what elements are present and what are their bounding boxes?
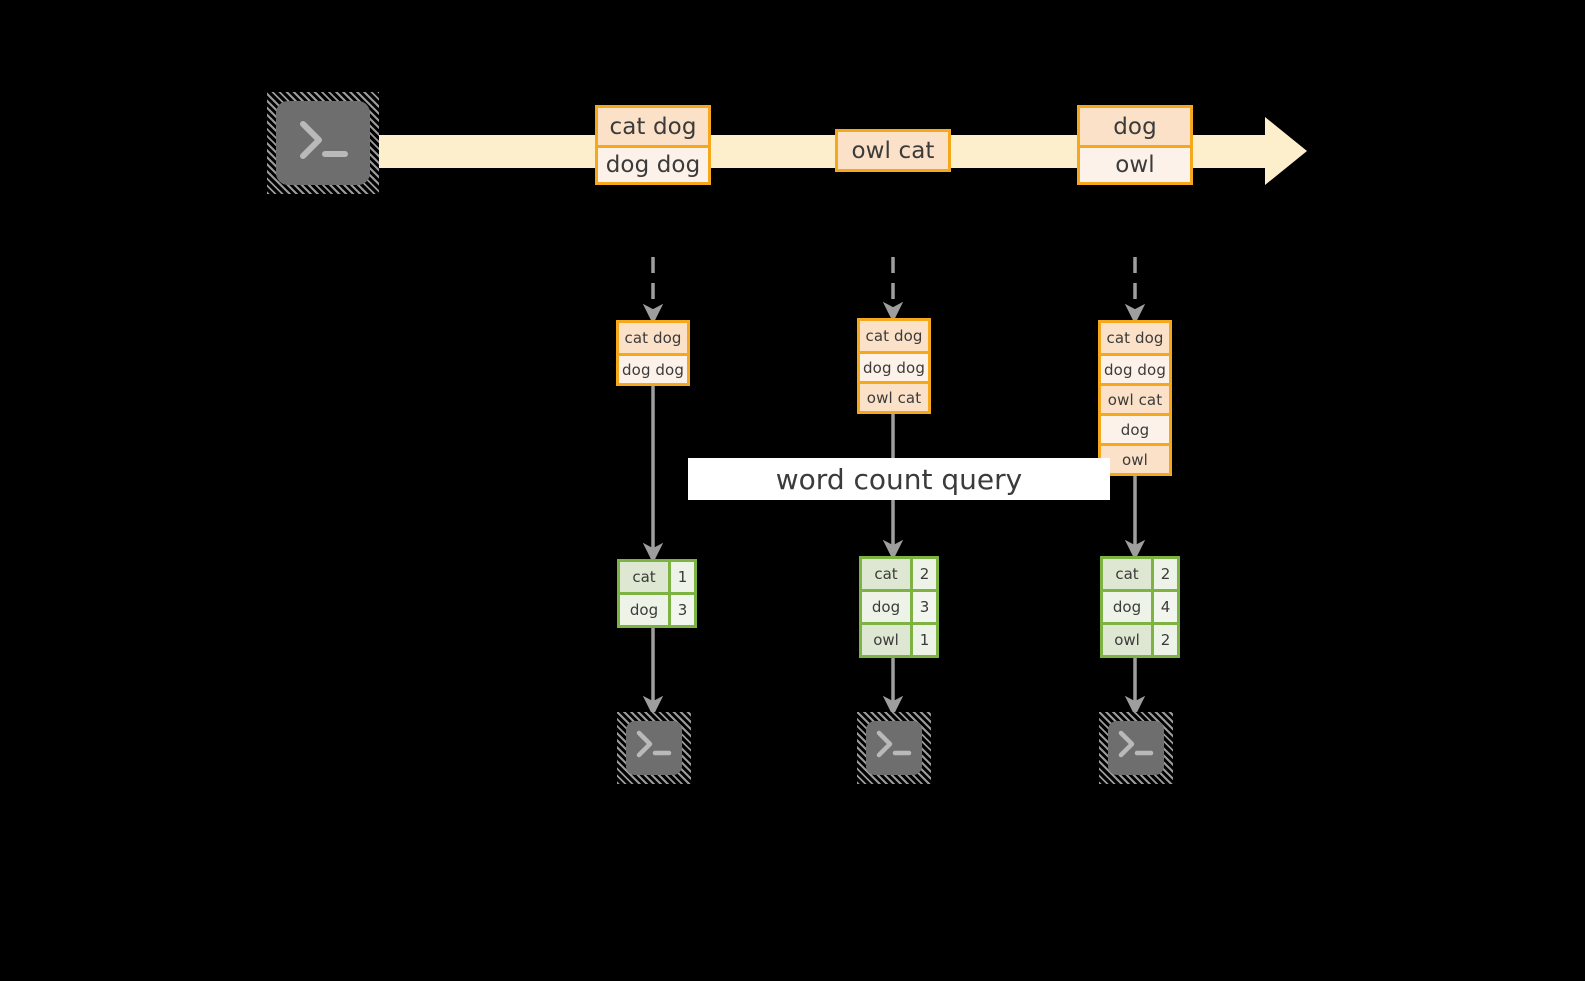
stream-message-2[interactable]: owl cat [835, 129, 951, 172]
result-value: 3 [910, 592, 936, 622]
table-row: dog 4 [1103, 589, 1177, 622]
result-value: 4 [1151, 592, 1177, 622]
accumulated-row: dog dog [1101, 353, 1169, 383]
accumulated-row: cat dog [860, 321, 928, 351]
result-value: 2 [910, 559, 936, 589]
stream-message-3[interactable]: dog owl [1077, 105, 1193, 185]
terminal-body [866, 721, 922, 775]
result-key: cat [862, 559, 910, 589]
result-value: 2 [1151, 559, 1177, 589]
sink-terminal-icon-2[interactable] [857, 712, 931, 784]
accumulated-stack-2[interactable]: cat dog dog dog owl cat [857, 318, 931, 414]
terminal-body [626, 721, 682, 775]
stream-message-row: owl [1080, 145, 1190, 182]
table-row: cat 2 [862, 559, 936, 589]
result-key: owl [1103, 625, 1151, 655]
stream-message-row: dog dog [598, 145, 708, 182]
snapshot-tap-arrows [642, 257, 1146, 325]
sink-terminal-icon-3[interactable] [1099, 712, 1173, 784]
accumulated-stack-1[interactable]: cat dog dog dog [616, 320, 690, 386]
result-key: owl [862, 625, 910, 655]
result-key: cat [1103, 559, 1151, 589]
terminal-prompt-glyph [1118, 730, 1154, 758]
accumulated-stack-3[interactable]: cat dog dog dog owl cat dog owl [1098, 320, 1172, 476]
result-value: 3 [668, 595, 694, 625]
sink-terminal-icon-1[interactable] [617, 712, 691, 784]
result-key: dog [862, 592, 910, 622]
accumulated-row: owl cat [1101, 383, 1169, 413]
table-row: cat 2 [1103, 559, 1177, 589]
result-value: 2 [1151, 625, 1177, 655]
table-row: owl 2 [1103, 622, 1177, 655]
terminal-prompt-glyph [876, 730, 912, 758]
accumulated-row: dog dog [860, 351, 928, 381]
source-terminal-icon[interactable] [267, 92, 379, 194]
accumulated-row: owl [1101, 443, 1169, 473]
accumulated-row: dog [1101, 413, 1169, 443]
result-value: 1 [910, 625, 936, 655]
stream-message-row: dog [1080, 108, 1190, 145]
stream-message-row: cat dog [598, 108, 708, 145]
stream-message-row: owl cat [838, 132, 948, 169]
result-table-3[interactable]: cat 2 dog 4 owl 2 [1100, 556, 1180, 658]
table-row: dog 3 [620, 592, 694, 625]
accumulated-row: owl cat [860, 381, 928, 411]
result-key: dog [1103, 592, 1151, 622]
word-count-query-label: word count query [688, 458, 1110, 500]
table-row: dog 3 [862, 589, 936, 622]
terminal-body [1108, 721, 1164, 775]
result-table-1[interactable]: cat 1 dog 3 [617, 559, 697, 628]
accumulated-row: cat dog [1101, 323, 1169, 353]
table-row: cat 1 [620, 562, 694, 592]
result-table-2[interactable]: cat 2 dog 3 owl 1 [859, 556, 939, 658]
word-count-query-text: word count query [775, 462, 1023, 496]
table-row: owl 1 [862, 622, 936, 655]
result-key: cat [620, 562, 668, 592]
accumulated-row: dog dog [619, 353, 687, 383]
result-value: 1 [668, 562, 694, 592]
terminal-prompt-glyph [636, 730, 672, 758]
terminal-body [276, 101, 370, 185]
stream-message-1[interactable]: cat dog dog dog [595, 105, 711, 185]
accumulated-row: cat dog [619, 323, 687, 353]
result-key: dog [620, 595, 668, 625]
terminal-prompt-glyph [300, 121, 348, 159]
sink-arrows [642, 622, 1146, 717]
